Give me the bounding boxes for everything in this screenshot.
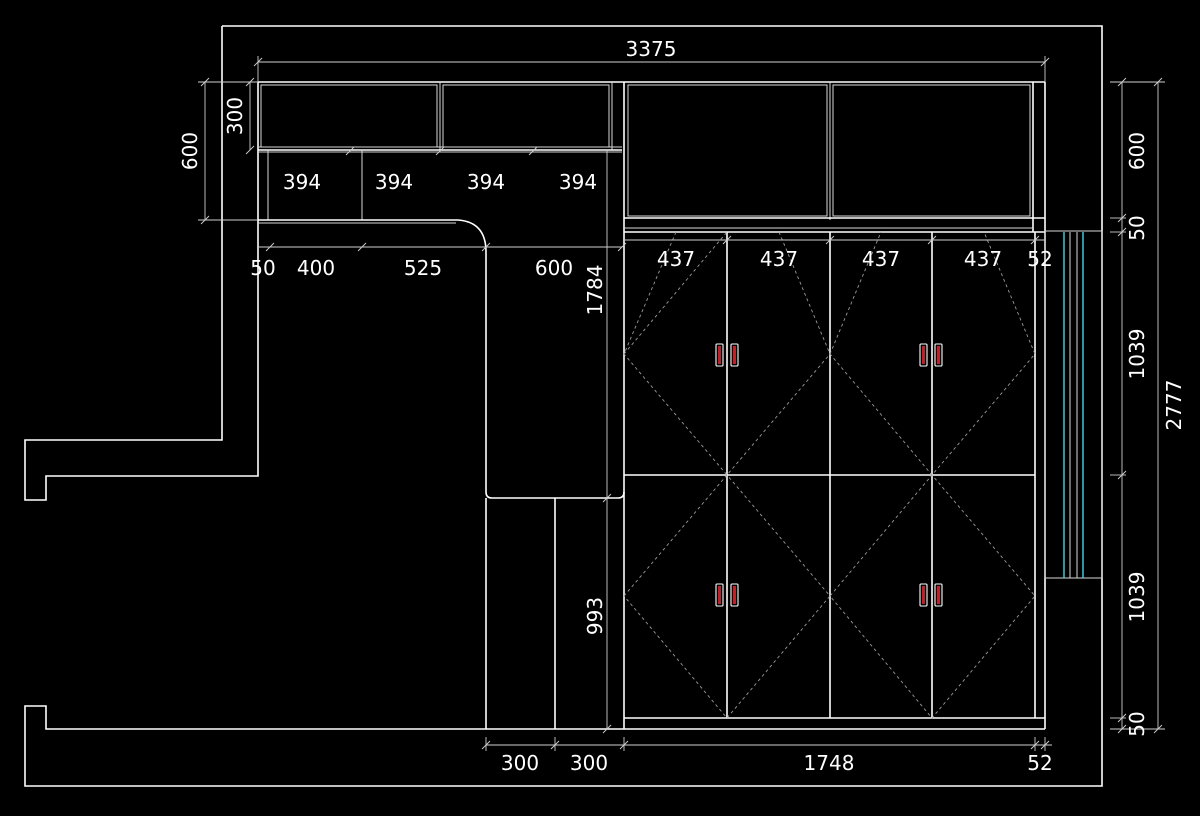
dim-door-3: 437 [862, 247, 900, 271]
room-walls [24, 25, 1103, 787]
dim-desk-525: 525 [404, 256, 442, 280]
dim-bottom-300-b: 300 [570, 751, 608, 775]
window [1044, 230, 1103, 579]
dim-bottom-52: 52 [1027, 751, 1052, 775]
dim-side-52-top: 52 [1027, 247, 1052, 271]
wardrobe-handle-icon [715, 343, 739, 367]
dim-door-1: 437 [657, 247, 695, 271]
dim-desk-600: 600 [535, 256, 573, 280]
dim-height-993: 993 [583, 597, 607, 635]
wardrobe-handle-icon [715, 583, 739, 607]
dim-right-50-top: 50 [1125, 215, 1149, 240]
door-swing-markings [623, 231, 1036, 719]
dim-door-4: 437 [964, 247, 1002, 271]
wardrobe-top-cabinet [623, 82, 1046, 729]
dim-shelf-3: 394 [467, 170, 505, 194]
wardrobe-handles [715, 343, 943, 607]
dim-shelf-2: 394 [375, 170, 413, 194]
wardrobe-body [624, 227, 1045, 719]
dim-right-50-bottom: 50 [1125, 711, 1149, 736]
dim-overall-width: 3375 [626, 37, 677, 61]
dim-left-300: 300 [223, 97, 247, 135]
dim-right-1039-top: 1039 [1125, 329, 1149, 380]
dim-shelf-1: 394 [283, 170, 321, 194]
dim-desk-400: 400 [297, 256, 335, 280]
upper-shelf-cabinet [258, 81, 1045, 220]
wardrobe-handle-icon [919, 583, 943, 607]
dim-right-600: 600 [1125, 132, 1149, 170]
dim-door-2: 437 [760, 247, 798, 271]
dim-bottom-1748: 1748 [804, 751, 855, 775]
dimension-labels: 3375 600 300 394 394 394 394 50 400 525 … [178, 37, 1186, 775]
dimension-lines [198, 56, 1165, 751]
dim-right-1039-bottom: 1039 [1125, 572, 1149, 623]
wardrobe-handle-icon [919, 343, 943, 367]
dim-left-600: 600 [178, 132, 202, 170]
dim-height-1784: 1784 [583, 265, 607, 316]
dim-desk-50: 50 [250, 256, 275, 280]
desk-top [258, 219, 625, 499]
dim-bottom-300-a: 300 [501, 751, 539, 775]
dim-shelf-4: 394 [559, 170, 597, 194]
dim-overall-height: 2777 [1162, 380, 1186, 431]
